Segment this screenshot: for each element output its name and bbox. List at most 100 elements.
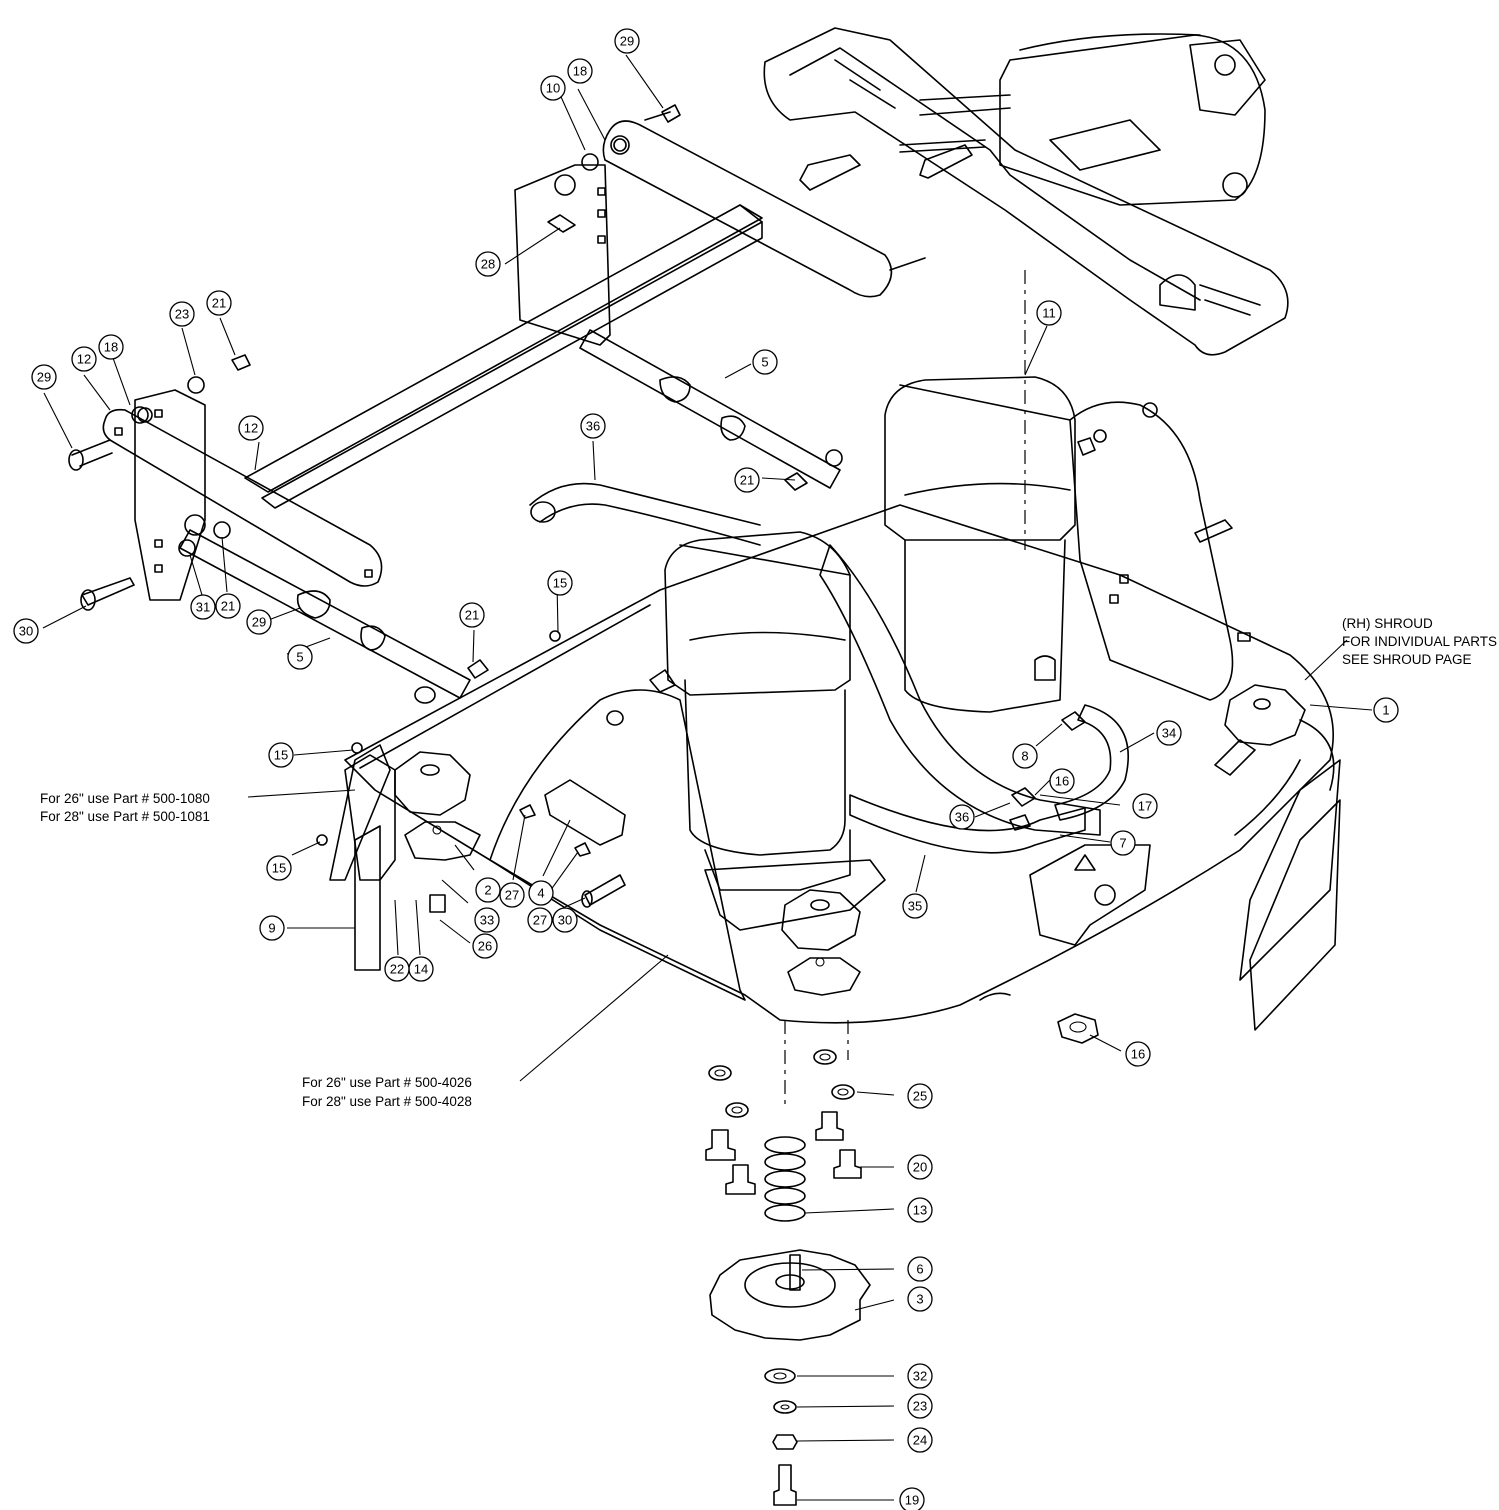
part-callout-30: 30: [552, 907, 578, 933]
part-callout-12: 12: [238, 415, 264, 441]
rear-side-plate: [514, 164, 611, 346]
svg-text:29: 29: [620, 34, 634, 49]
part-callout-29: 29: [614, 28, 640, 54]
svg-text:10: 10: [546, 81, 560, 96]
svg-text:12: 12: [77, 352, 91, 367]
small-fasteners: [137, 104, 1233, 913]
part-callout-36: 36: [580, 413, 606, 439]
part-callout-21: 21: [734, 467, 760, 493]
lower-pin: [584, 874, 626, 906]
deck-part-note: For 26" use Part # 500-4026 For 28" use …: [302, 1075, 472, 1109]
part-callout-18: 18: [98, 334, 124, 360]
part-callout-33: 33: [474, 907, 500, 933]
rear-lift-arm: [602, 111, 926, 298]
bracket-note-line-1: For 26" use Part # 500-1080: [40, 791, 210, 806]
deck-note-line-1: For 26" use Part # 500-4026: [302, 1075, 472, 1090]
svg-text:36: 36: [955, 810, 969, 825]
svg-text:29: 29: [37, 370, 51, 385]
bottom-knob: [781, 889, 861, 996]
svg-text:23: 23: [175, 307, 189, 322]
svg-text:30: 30: [19, 624, 33, 639]
svg-text:35: 35: [908, 899, 922, 914]
bracket-part-note: For 26" use Part # 500-1080 For 28" use …: [40, 791, 210, 824]
svg-text:21: 21: [212, 296, 226, 311]
svg-text:20: 20: [913, 1160, 927, 1175]
svg-text:30: 30: [558, 913, 572, 928]
left-deck-plate: [329, 689, 746, 1001]
part-callout-15: 15: [547, 570, 573, 596]
part-callout-8: 8: [1012, 743, 1038, 769]
svg-text:32: 32: [913, 1369, 927, 1384]
svg-text:12: 12: [244, 421, 258, 436]
motor-bracket: [819, 544, 1101, 836]
part-callout-19: 19: [899, 1487, 925, 1510]
svg-text:21: 21: [465, 608, 479, 623]
hose: [529, 482, 761, 546]
hardware-stack: [705, 1049, 871, 1506]
parts-drawing: [68, 27, 1341, 1506]
svg-text:9: 9: [268, 921, 275, 936]
svg-text:4: 4: [537, 886, 544, 901]
svg-text:15: 15: [553, 576, 567, 591]
part-callout-18: 18: [567, 58, 593, 84]
bracket-note-line-2: For 28" use Part # 500-1081: [40, 809, 210, 824]
part-callout-30: 30: [13, 618, 39, 644]
part-callout-29: 29: [246, 609, 272, 635]
rh-knob: [1214, 684, 1306, 776]
front-side-plate: [131, 389, 206, 601]
front-pin: [81, 577, 135, 606]
shroud-note-line-2: FOR INDIVIDUAL PARTS: [1342, 634, 1497, 649]
rear-motor-plate: [1069, 401, 1234, 701]
part-callout-21: 21: [459, 602, 485, 628]
rear-bolt: [919, 144, 973, 179]
part-callout-15: 15: [268, 742, 294, 768]
part-callout-5: 5: [752, 349, 778, 375]
part-callout-5: 5: [287, 644, 313, 670]
part-callout-35: 35: [902, 893, 928, 919]
front-knob: [394, 751, 481, 861]
svg-text:7: 7: [1119, 836, 1126, 851]
rear-adjust-rod: [579, 329, 843, 489]
rear-pin: [799, 154, 861, 191]
actuator-motor: [899, 33, 1266, 206]
hex-nut: [1057, 1013, 1099, 1044]
svg-text:13: 13: [913, 1203, 927, 1218]
leader-lines: [42, 54, 1373, 1501]
part-callout-12: 12: [71, 346, 97, 372]
part-callout-14: 14: [408, 956, 434, 982]
svg-text:36: 36: [586, 419, 600, 434]
svg-text:22: 22: [390, 962, 404, 977]
part-callout-16: 16: [1125, 1041, 1151, 1067]
svg-text:28: 28: [481, 257, 495, 272]
part-callout-17: 17: [1132, 793, 1158, 819]
part-callout-28: 28: [475, 251, 501, 277]
part-callout-26: 26: [472, 933, 498, 959]
svg-text:23: 23: [913, 1399, 927, 1414]
svg-text:27: 27: [533, 913, 547, 928]
svg-text:18: 18: [104, 340, 118, 355]
bent-tube: [1054, 704, 1129, 821]
part-callout-27: 27: [527, 907, 553, 933]
svg-text:24: 24: [913, 1433, 927, 1448]
part-callout-13: 13: [907, 1197, 933, 1223]
part-callout-23: 23: [907, 1393, 933, 1419]
part-callout-7: 7: [1110, 830, 1136, 856]
svg-text:29: 29: [252, 615, 266, 630]
svg-text:11: 11: [1042, 306, 1056, 321]
rh-shroud: [1239, 719, 1341, 1031]
part-callout-29: 29: [31, 364, 57, 390]
svg-text:31: 31: [196, 600, 210, 615]
svg-text:19: 19: [905, 1493, 919, 1508]
svg-text:21: 21: [740, 473, 754, 488]
part-callout-10: 10: [540, 75, 566, 101]
svg-text:6: 6: [916, 1262, 923, 1277]
shroud-note-line-3: SEE SHROUD PAGE: [1342, 652, 1472, 667]
part-callout-31: 31: [190, 594, 216, 620]
part-callout-15: 15: [266, 855, 292, 881]
height-bracket: [344, 754, 396, 881]
part-callout-23: 23: [169, 301, 195, 327]
svg-text:21: 21: [221, 599, 235, 614]
svg-text:8: 8: [1021, 749, 1028, 764]
svg-text:26: 26: [478, 939, 492, 954]
